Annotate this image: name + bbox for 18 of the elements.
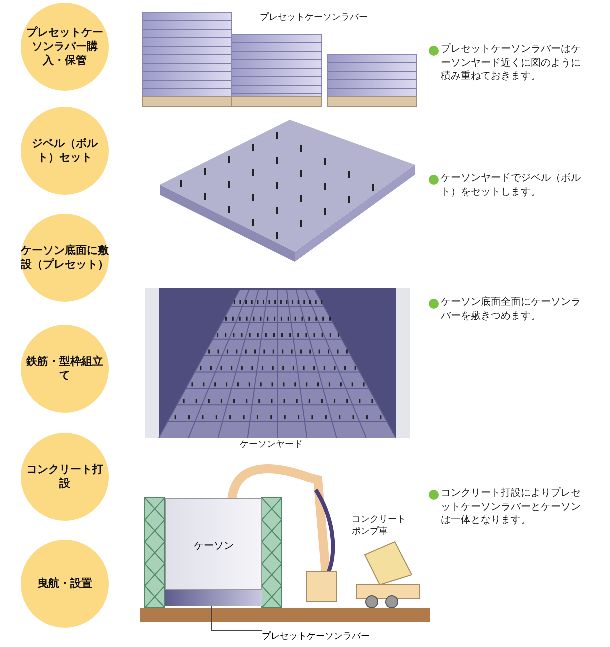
step-label: コンクリート打設 (26, 462, 104, 492)
caisson-block (165, 498, 262, 590)
description-text: ケーソンヤードでジベル（ボルト）をセットします。 (441, 172, 582, 199)
description-text: ケーソン底面全面にケーソンラバーを敷きつめます。 (441, 296, 582, 323)
step-label: 鉄筋・型枠組立て (25, 354, 104, 384)
caption-text: コンクリートポンプ車 (352, 514, 407, 538)
caption-text: プレセットケーソンラバー (260, 12, 369, 24)
step-label: プレセットケーソンラバー購入・保管 (26, 26, 104, 68)
step-label: 曳航・設置 (36, 576, 94, 592)
step-label: ケーソン底面に敷設（プレセット） (21, 244, 109, 272)
step-label: ジベル（ボルト）セット (31, 136, 99, 166)
caisson-label: ケーソン (194, 540, 234, 553)
caption-text: ケーソンヤード (240, 439, 304, 452)
description-text: プレセットケーソンラバーはケーソンヤード近くに図のように積み重ねておきます。 (441, 43, 582, 84)
description-text: コンクリート打設によりプレセットケーソンラバーとケーソンは一体となります。 (441, 487, 582, 528)
leader-line (212, 606, 262, 632)
rubber-strip (165, 590, 262, 606)
leader-label: プレセットケーソンラバー (262, 632, 370, 642)
